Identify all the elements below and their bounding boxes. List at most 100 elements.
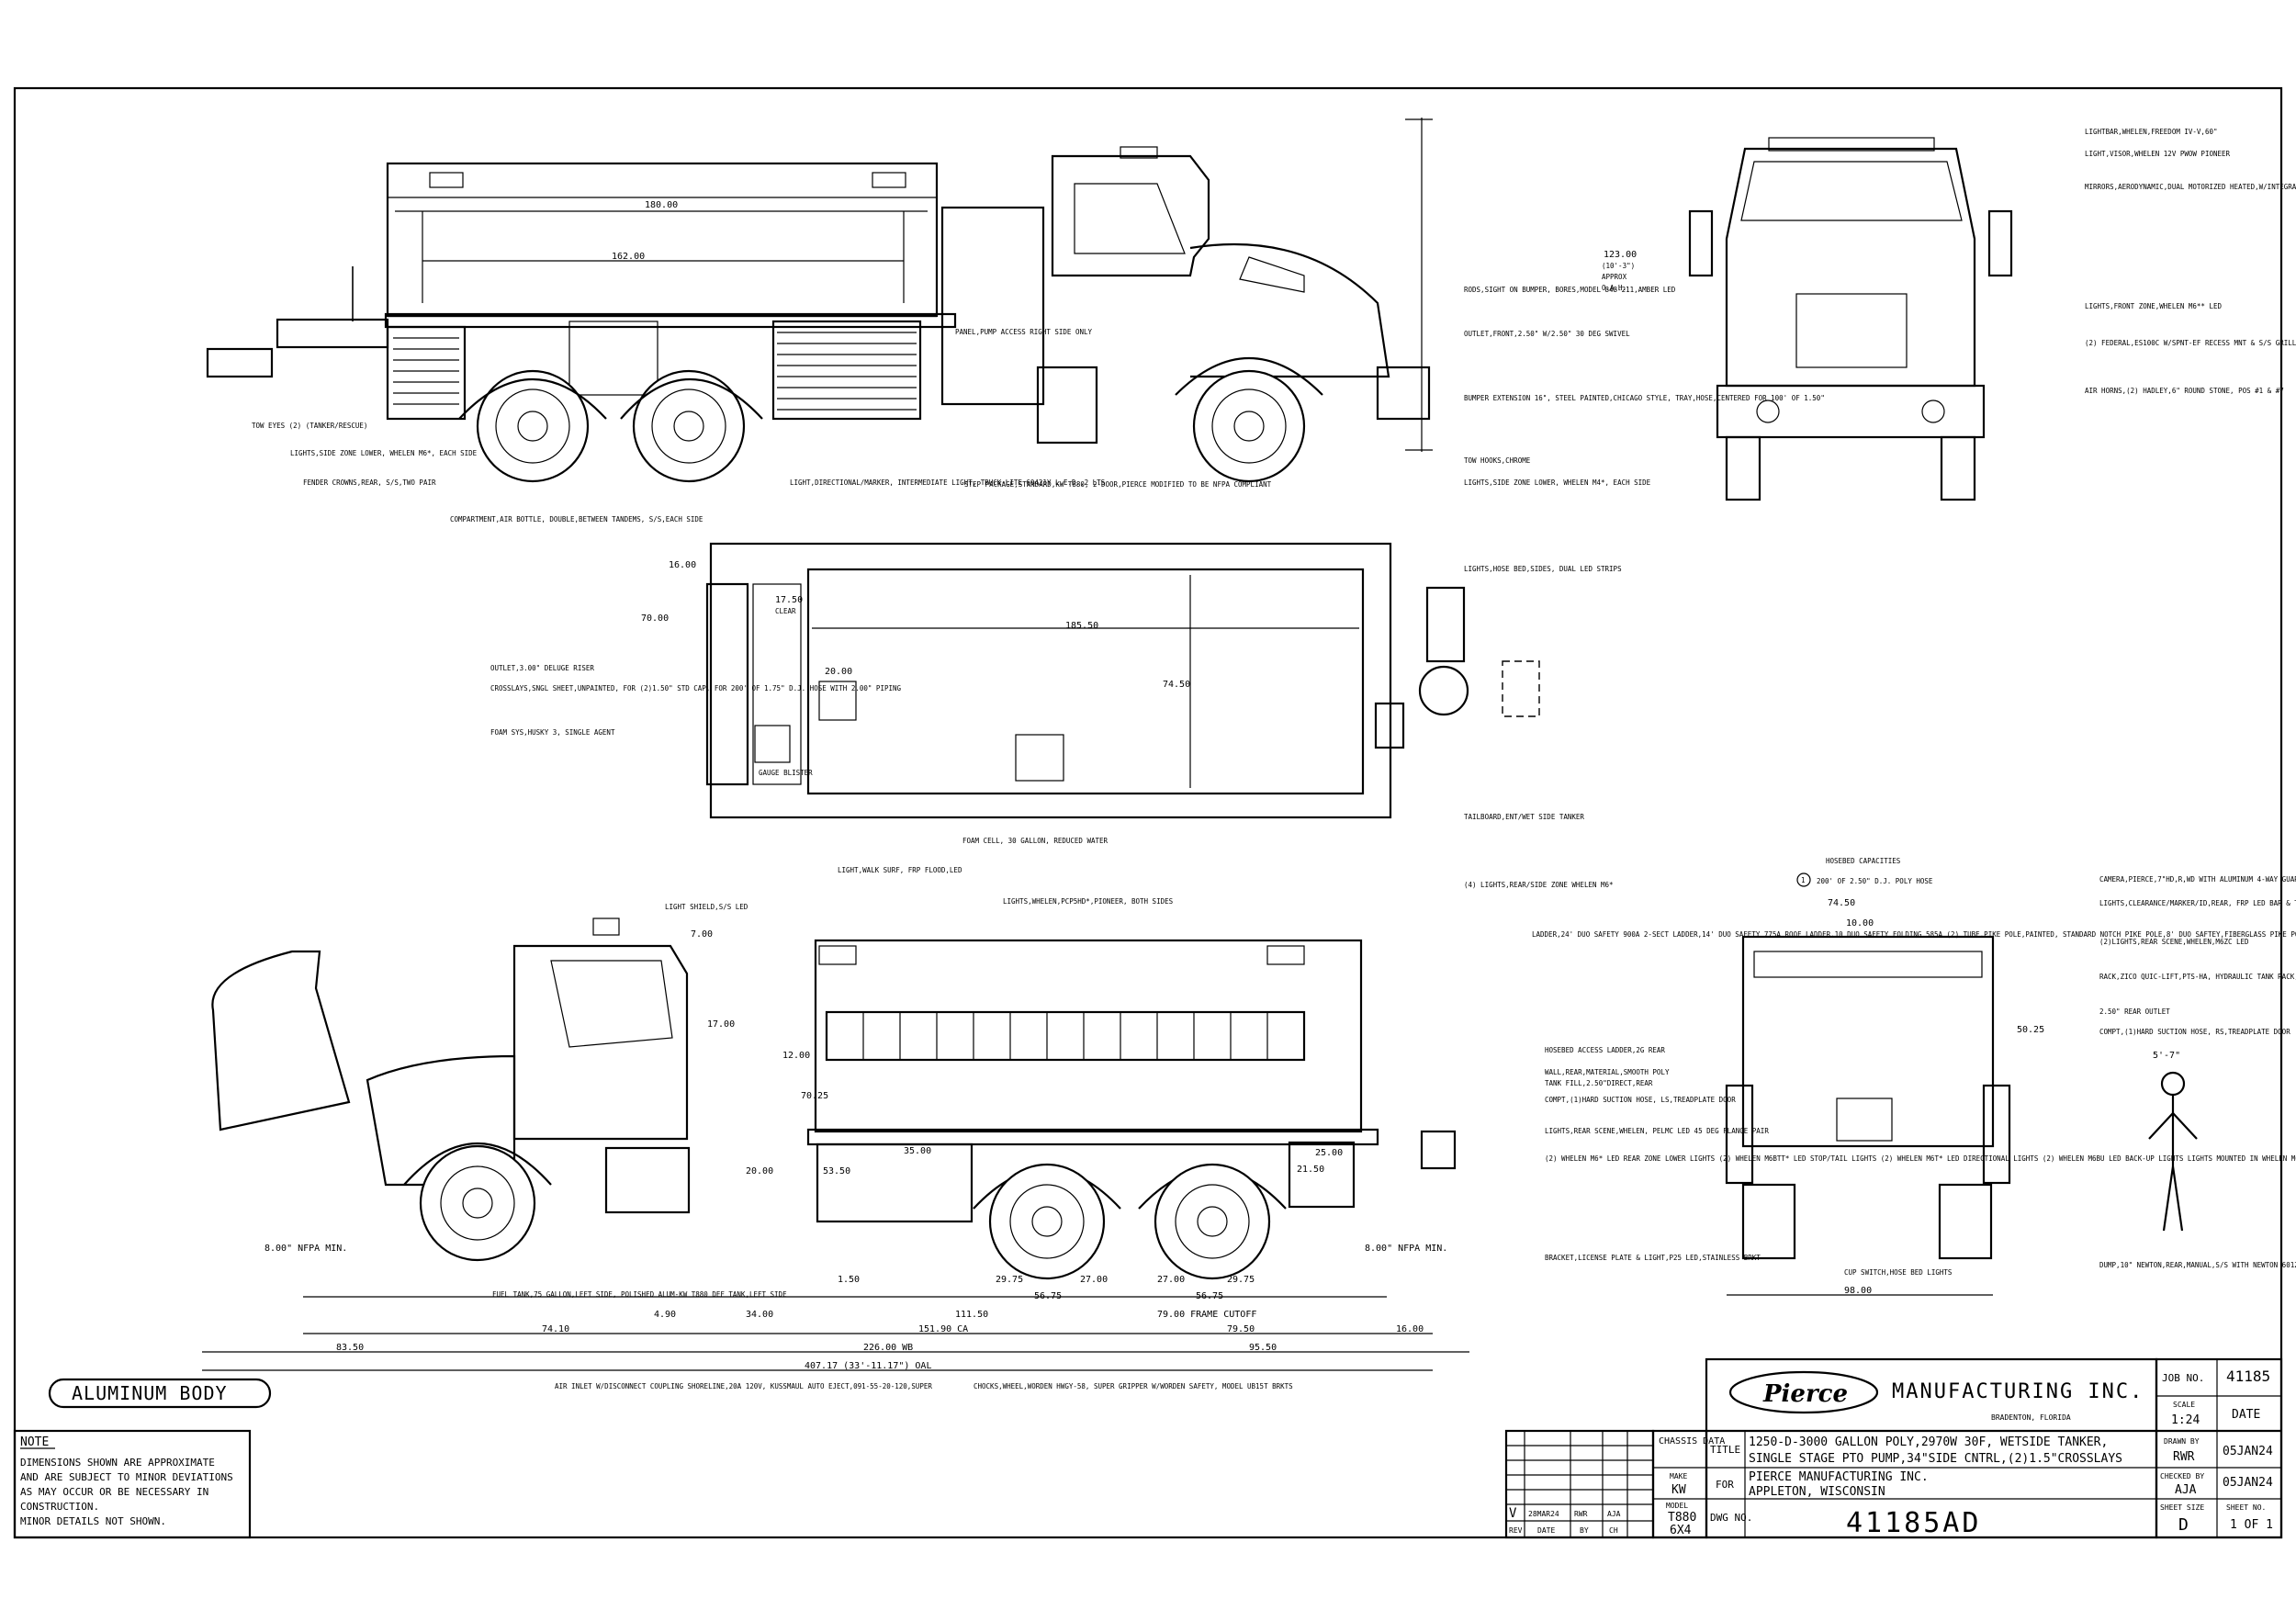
dim-b-7: 7.00 bbox=[691, 929, 713, 940]
callout-visor-light: LIGHT,VISOR,WHELEN 12V PWOW PIONEER bbox=[2085, 150, 2231, 158]
callout-chocks: CHOCKS,WHEEL,WORDEN HWGY-58, SUPER GRIPP… bbox=[974, 1382, 1293, 1390]
side-view-top: 180.00 162.00 bbox=[206, 118, 1825, 523]
compartment-front bbox=[771, 320, 922, 421]
drawn-label: DRAWN BY bbox=[2164, 1437, 2200, 1446]
title-line-2: SINGLE STAGE PTO PUMP,34"SIDE CNTRL,(2)1… bbox=[1749, 1452, 2122, 1466]
callout-hosebed-lights: LIGHTS,HOSE BED,SIDES, DUAL LED STRIPS bbox=[1464, 565, 1622, 573]
make-label: MAKE bbox=[1670, 1472, 1687, 1480]
callout-tow-eyes: TOW EYES (2) (TANKER/RESCUE) bbox=[252, 422, 367, 430]
model-label: MODEL bbox=[1666, 1502, 1688, 1510]
dim-b-12: 12.00 bbox=[782, 1051, 810, 1061]
chassis-label: CHASSIS DATA bbox=[1659, 1436, 1725, 1447]
wheel-rear-1 bbox=[476, 369, 590, 483]
aluminum-body-label: ALUMINUM BODY bbox=[72, 1382, 228, 1404]
callout-rear-side-zone: (4) LIGHTS,REAR/SIDE ZONE WHELEN M6* bbox=[1464, 881, 1614, 889]
rev-mark: V bbox=[1509, 1506, 1517, 1521]
dim-r-74-5: 74.50 bbox=[1828, 898, 1855, 908]
dim-b-74-1: 74.10 bbox=[542, 1324, 569, 1334]
model-value: T880 bbox=[1668, 1511, 1696, 1525]
title-label: TITLE bbox=[1710, 1444, 1740, 1456]
drawn-date: 05JAN24 bbox=[2223, 1445, 2273, 1458]
sheet-size: D bbox=[2178, 1515, 2189, 1535]
company-name: MANUFACTURING INC. bbox=[1892, 1380, 2144, 1403]
for-line-1: PIERCE MANUFACTURING INC. bbox=[1749, 1470, 1929, 1484]
scale-value: 1:24 bbox=[2171, 1413, 2200, 1427]
callout-ladders: LADDER,24' DUO SAFETY 900A 2-SECT LADDER… bbox=[1532, 930, 2296, 939]
drawn-by: RWR bbox=[2173, 1450, 2195, 1464]
dim-b-35: 35.00 bbox=[904, 1146, 931, 1156]
callout-dump: DUMP,10" NEWTON,REAR,MANUAL,S/S WITH NEW… bbox=[2099, 1261, 2296, 1269]
job-no-label: JOB NO. bbox=[2162, 1372, 2204, 1384]
hosebed-item: 200' OF 2.50" D.J. POLY HOSE bbox=[1817, 877, 1933, 885]
rev-by: RWR bbox=[1574, 1510, 1588, 1518]
callout-foam-sys: FOAM SYS,HUSKY 3, SINGLE AGENT bbox=[490, 728, 615, 737]
rev-h-ch: CH bbox=[1609, 1526, 1618, 1535]
sheet-border bbox=[13, 86, 2283, 1539]
pierce-logo bbox=[1728, 1370, 1879, 1414]
callout-access-ladder: HOSEBED ACCESS LADDER,2G REAR bbox=[1545, 1046, 1665, 1054]
hosebed-num: 1 bbox=[1801, 876, 1806, 884]
callout-air-bottle: COMPARTMENT,AIR BOTTLE, DOUBLE,BETWEEN T… bbox=[450, 515, 703, 523]
dim-b-16: 16.00 bbox=[1396, 1324, 1424, 1334]
callout-rear-zone-lights: (2) WHELEN M6* LED REAR ZONE LOWER LIGHT… bbox=[1545, 1154, 2296, 1163]
dim-b-95-5: 95.50 bbox=[1249, 1343, 1277, 1353]
callout-tank-fill: TANK FILL,2.50"DIRECT,REAR bbox=[1545, 1079, 1653, 1087]
dwg-label: DWG NO. bbox=[1710, 1512, 1752, 1524]
callout-fender-crowns: FENDER CROWNS,REAR, S/S,TWO PAIR bbox=[303, 478, 436, 487]
cab-bottom bbox=[512, 944, 689, 1141]
dim-plan-70: 70.00 bbox=[641, 614, 669, 624]
callout-pcp5hd: LIGHTS,WHELEN,PCP5HD*,PIONEER, BOTH SIDE… bbox=[1003, 897, 1174, 906]
callout-zico-rack: RACK,ZICO QUIC-LIFT,PTS-HA, HYDRAULIC TA… bbox=[2099, 973, 2296, 981]
company-location: BRADENTON, FLORIDA bbox=[1991, 1413, 2071, 1422]
checked-by: AJA bbox=[2175, 1483, 2197, 1497]
hood-tilted bbox=[211, 950, 351, 1131]
checked-date: 05JAN24 bbox=[2223, 1476, 2273, 1490]
compartment-rear bbox=[386, 325, 467, 421]
dim-b-34: 34.00 bbox=[746, 1310, 773, 1320]
dim-b-oal: 407.17 (33'-11.17") OAL bbox=[805, 1361, 931, 1371]
callout-deluge: OUTLET,3.00" DELUGE RISER bbox=[490, 664, 594, 672]
tank-body bbox=[386, 162, 939, 318]
sheet-size-label: SHEET SIZE bbox=[2160, 1503, 2204, 1512]
cab-top bbox=[1051, 154, 1210, 277]
callout-side-zone-lower: LIGHTS,SIDE ZONE LOWER, WHELEN M4*, EACH… bbox=[1464, 478, 1651, 487]
dwg-number: 41185AD bbox=[1846, 1507, 1981, 1539]
title-block: V 28MAR24 RWR AJA REV DATE BY CH CHASSIS… bbox=[1504, 1357, 2283, 1539]
dim-b-1-5: 1.50 bbox=[838, 1275, 860, 1285]
sheet-no-label: SHEET NO. bbox=[2226, 1503, 2266, 1512]
dim-plan-185-5: 185.50 bbox=[1065, 621, 1098, 631]
dim-b-29-75-b: 29.75 bbox=[1227, 1275, 1255, 1285]
callout-cup-switch: CUP SWITCH,HOSE BED LIGHTS bbox=[1844, 1268, 1953, 1277]
callout-step-package: STEP PACKAGE,STANDARD,KW T880, 2-DOOR,PI… bbox=[964, 480, 1272, 489]
callout-foam-cell: FOAM CELL, 30 GALLON, REDUCED WATER bbox=[962, 837, 1109, 845]
dim-plan-74-5: 74.50 bbox=[1163, 680, 1190, 690]
dim-b-20: 20.00 bbox=[746, 1166, 773, 1176]
dim-b-nfpa-front: 8.00" NFPA MIN. bbox=[264, 1244, 347, 1254]
callout-rear-scene-r: (2)LIGHTS,REAR SCENE,WHELEN,M6ZC LED bbox=[2099, 938, 2249, 946]
dim-plan-17-5: 17.50 bbox=[775, 595, 803, 605]
callout-compt-ls: COMPT,(1)HARD SUCTION HOSE, LS,TREADPLAT… bbox=[1545, 1096, 1736, 1104]
dim-b-nfpa-rear: 8.00" NFPA MIN. bbox=[1365, 1244, 1447, 1254]
scale-label: SCALE bbox=[2173, 1401, 2195, 1409]
dim-b-17: 17.00 bbox=[707, 1019, 735, 1030]
callout-rear-outlet: 2.50" REAR OUTLET bbox=[2099, 1007, 2170, 1016]
dim-b-ca: 151.90 CA bbox=[918, 1324, 968, 1334]
ladder bbox=[825, 1010, 1306, 1062]
dim-b-frame-cutoff: 79.00 FRAME CUTOFF bbox=[1157, 1310, 1256, 1320]
side-view-bottom: 7.00 17.00 12.00 70.25 20.00 35.00 53.50… bbox=[48, 866, 1614, 1409]
make-value: KW bbox=[1671, 1483, 1686, 1497]
wheel-rear-2 bbox=[632, 369, 746, 483]
note-line-3: AS MAY OCCUR OR BE NECESSARY IN bbox=[20, 1486, 208, 1498]
note-line-1: DIMENSIONS SHOWN ARE APPROXIMATE bbox=[20, 1457, 215, 1469]
dim-height-ft: (10'-3") bbox=[1602, 262, 1635, 270]
dim-b-21-5: 21.50 bbox=[1297, 1165, 1324, 1175]
dim-b-70-25: 70.25 bbox=[801, 1091, 828, 1101]
callout-bumper-ext: BUMPER EXTENSION 16", STEEL PAINTED,CHIC… bbox=[1464, 394, 1825, 402]
callout-air-horns: AIR HORNS,(2) HADLEY,6" ROUND STONE, POS… bbox=[2085, 387, 2284, 395]
rev-h-date: DATE bbox=[1537, 1526, 1555, 1535]
callout-fuel-tank: FUEL TANK,75 GALLON,LEFT SIDE, POLISHED … bbox=[492, 1290, 787, 1299]
logo-text: Pierce bbox=[1762, 1380, 1848, 1408]
dim-b-83-5: 83.50 bbox=[336, 1343, 364, 1353]
dim-oah: O.A.H. bbox=[1602, 284, 1626, 292]
